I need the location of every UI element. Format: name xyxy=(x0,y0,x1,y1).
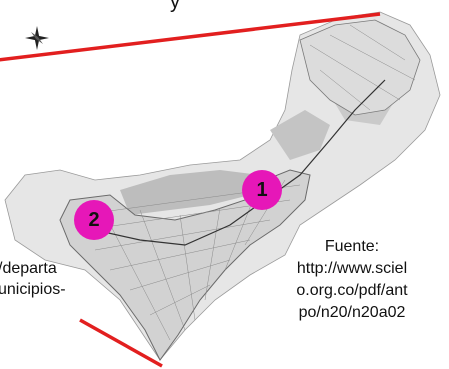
source-line-2: http://www.sciel xyxy=(296,260,408,277)
source-citation: Fuente: http://www.sciel o.org.co/pdf/an… xyxy=(262,236,442,324)
source-line-1: Fuente: xyxy=(324,238,380,255)
grey-zone-west xyxy=(120,170,260,215)
left-source-fragment: /departa unicipios- xyxy=(0,258,66,300)
location-marker-1[interactable]: 1 xyxy=(242,170,282,210)
left-source-line-1: /departa xyxy=(0,260,57,277)
frame-line-top xyxy=(0,12,381,62)
source-line-3: o.org.co/pdf/ant xyxy=(296,282,408,299)
title-fragment: y xyxy=(170,0,180,13)
location-marker-2[interactable]: 2 xyxy=(74,200,114,240)
urban-area-north xyxy=(299,19,421,116)
frame-line-bottom xyxy=(79,318,163,368)
street-grid xyxy=(79,24,416,341)
grey-zone-north xyxy=(270,110,330,160)
urban-area xyxy=(59,169,311,361)
compass-rose-icon xyxy=(25,26,49,50)
source-line-4: po/n20/n20a02 xyxy=(298,304,406,321)
left-source-line-2: unicipios- xyxy=(0,281,66,298)
